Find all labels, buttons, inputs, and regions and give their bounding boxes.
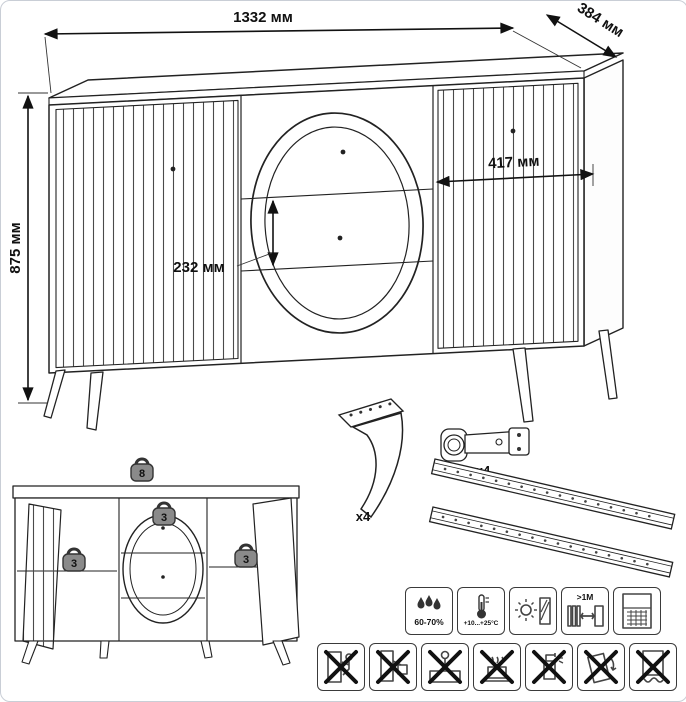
no-hanging-on-doors-icon [369,643,417,691]
care-icon-row: 60-70% +10...+25°C [405,587,661,635]
hinge-screw-2 [517,447,521,451]
top-load-label: 8 [139,468,145,480]
back-right-leg [598,329,618,400]
hinge-arm-hole [495,438,503,446]
drawer-seam-2 [240,260,434,272]
niche-dimension-label: 417 мм [488,153,540,173]
drawer-dimension-label: 232 мм [173,259,224,276]
hinge-screw-1 [517,433,521,437]
drawer-leader-line [236,252,273,267]
no-hot-objects-icon [473,643,521,691]
hinge-cup-inner [447,438,461,452]
niche-dimension-arrow [435,169,595,187]
leg-hardware: x4 [337,398,405,524]
drawer-slides [428,458,676,578]
sun-shade-icon [515,597,551,625]
drawer-slide-1 [430,458,676,530]
ventilated-cabinet-icon [622,593,652,629]
humidity-icon: 60-70% [405,587,453,635]
no-climbing-icon [317,643,365,691]
drawer-seam-1 [240,188,434,200]
water-drops-icon [417,595,441,610]
left-shelf-load-label: 3 [71,558,77,570]
humidity-label: 60-70% [414,617,444,628]
open-leg-1 [21,640,39,665]
top-drawer-knob [340,149,346,155]
open-knob-1 [161,526,165,530]
open-leg-4 [272,640,291,666]
front-left-leg [86,371,104,431]
ventilation-icon [613,587,661,635]
metal-leg [351,412,404,519]
right-fluted-door [437,82,579,349]
leg-qty-label: x4 [356,509,371,524]
width-dimension-label: 1332 мм [233,9,293,26]
center-load-label: 3 [161,512,167,524]
right-shelf-load-label: 3 [243,554,249,566]
heat-distance-icon: >1M [561,587,609,635]
temperature-icon: +10...+25°C [457,587,505,635]
open-view-body [14,497,298,642]
height-dimension-label: 875 мм [7,222,24,273]
warning-icon-row [317,643,677,691]
hinge-plate [508,427,530,456]
open-view-top [12,485,300,499]
left-fluted-door [55,99,239,369]
heat-distance-label: >1M [576,592,594,603]
back-left-leg [43,369,66,419]
leg-mounting-plate [337,398,405,428]
no-standing-on-top-icon [421,643,469,691]
hinge-cup [443,434,465,456]
no-solvents-icon [525,643,573,691]
cabinet-side-face [583,59,624,347]
width-ext-left [44,36,52,94]
cabinet-open-view: 8 3 3 3 [12,457,300,666]
middle-drawer-knob [337,235,343,241]
open-left-door [22,503,62,650]
open-leg-3 [200,640,213,659]
sunlight-protection-icon [509,587,557,635]
depth-dimension-label: 384 мм [574,1,627,41]
width-dimension-arrow [43,22,515,40]
drawer-slide-2 [428,506,674,578]
cabinet-perspective-view [43,52,624,431]
temperature-label: +10...+25°C [463,620,499,628]
left-door-knob [170,166,176,172]
right-door-knob [510,128,516,134]
hinge-hardware: x4 [440,427,530,478]
oval-frame [250,112,424,334]
front-right-leg [512,347,534,423]
dimension-annotations: 1332 мм 384 мм 875 мм 417 мм 232 мм [7,1,627,404]
open-leg-2 [99,640,110,659]
depth-dimension-arrow [545,14,618,58]
no-moisture-icon [629,643,677,691]
open-knob-2 [161,575,165,579]
no-tipping-icon [577,643,625,691]
open-right-door [252,497,300,646]
thermometer-icon [477,594,489,619]
radiator-distance-icon [567,604,604,627]
